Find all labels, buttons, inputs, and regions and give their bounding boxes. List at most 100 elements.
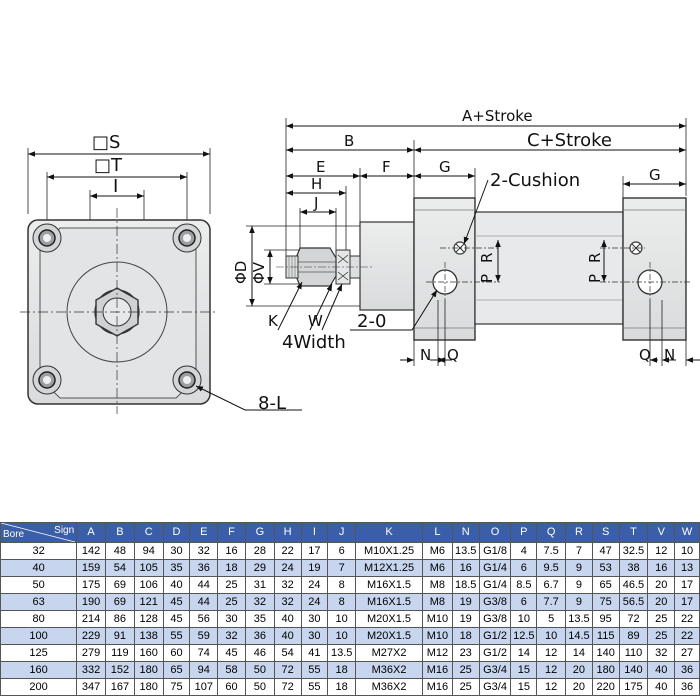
col-header: I: [300, 522, 329, 543]
table-cell: 24: [273, 559, 302, 577]
dim-r-left-label: R: [478, 253, 496, 263]
table-cell: 7.7: [536, 593, 567, 611]
table-cell: M10: [421, 627, 453, 645]
table-cell: G1/4: [478, 559, 512, 577]
col-header: T: [618, 522, 649, 543]
col-header: N: [451, 522, 480, 543]
side-view: A+Stroke B C+Stroke E F G G H J: [232, 107, 700, 366]
table-cell: M12X1.25: [355, 559, 423, 577]
table-cell: M8: [421, 576, 453, 594]
dim-f-label: F: [382, 158, 391, 176]
table-cell: 14: [510, 644, 538, 662]
table-cell: 54: [104, 559, 135, 577]
dim-n-left-label: N: [420, 346, 431, 364]
table-cell: 12: [536, 644, 567, 662]
table-cell: 32.5: [618, 542, 649, 560]
table-cell: 58: [217, 661, 246, 679]
table-cell: 75: [162, 678, 191, 696]
table-cell: 40: [273, 627, 302, 645]
table-cell: 12: [536, 678, 567, 696]
table-cell: M10: [421, 610, 453, 628]
table-cell: 20: [647, 576, 676, 594]
table-cell: 142: [76, 542, 106, 560]
table-cell: 38: [618, 559, 649, 577]
table-cell: 36: [244, 627, 275, 645]
table-cell: 121: [133, 593, 164, 611]
table-cell: G3/4: [478, 678, 512, 696]
col-header: A: [76, 522, 106, 543]
table-cell: 6: [510, 559, 538, 577]
dim-g-right-label: G: [649, 166, 661, 184]
corner-sign-label: Sign: [54, 525, 75, 536]
table-cell: 69: [104, 576, 135, 594]
table-cell: 22: [674, 610, 700, 628]
table-cell: M12: [421, 644, 453, 662]
col-header: R: [565, 522, 593, 543]
col-header: L: [421, 522, 453, 543]
table-cell: 160: [133, 644, 164, 662]
table-cell: 9: [565, 576, 593, 594]
col-header: G: [244, 522, 275, 543]
table-cell: 190: [76, 593, 106, 611]
table-cell: 86: [104, 610, 135, 628]
table-cell: 30: [300, 610, 329, 628]
table-cell: 47: [591, 542, 620, 560]
table-cell: 8: [327, 576, 357, 594]
table-cell: 115: [591, 627, 620, 645]
table-cell: 19: [451, 593, 480, 611]
table-cell: 25: [647, 610, 676, 628]
table-cell: G1/4: [478, 576, 512, 594]
bore-cell: 40: [0, 559, 78, 577]
front-cover: [413, 197, 476, 341]
table-cell: 22: [273, 542, 302, 560]
bore-cell: 125: [0, 644, 78, 662]
table-cell: 72: [273, 661, 302, 679]
cushion-label: 2-Cushion: [490, 170, 580, 191]
table-cell: 25: [217, 576, 246, 594]
col-header: J: [327, 522, 357, 543]
dim-n-right-label: N: [664, 346, 675, 364]
dim-w-label: W: [308, 312, 323, 330]
col-header: K: [355, 522, 423, 543]
table-cell: 10: [327, 627, 357, 645]
dim-s-label: □S: [92, 132, 120, 153]
table-cell: 119: [104, 644, 135, 662]
table-cell: 167: [104, 678, 135, 696]
table-cell: 229: [76, 627, 106, 645]
table-cell: 32: [273, 576, 302, 594]
table-cell: 128: [133, 610, 164, 628]
table-cell: 347: [76, 678, 106, 696]
cylinder-technical-drawing: □S □T I: [20, 107, 700, 414]
dim-phi-v-label: ΦV: [250, 261, 268, 284]
table-cell: 6.7: [536, 576, 567, 594]
table-cell: M16: [421, 678, 453, 696]
table-cell: 45: [217, 644, 246, 662]
bore-cell: 32: [0, 542, 78, 560]
table-cell: 65: [591, 576, 620, 594]
table-cell: 36: [674, 661, 700, 679]
table-cell: 89: [618, 627, 649, 645]
table-cell: 12.5: [510, 627, 538, 645]
table-cell: 19: [451, 610, 480, 628]
table-cell: 32: [217, 627, 246, 645]
table-cell: 6: [510, 593, 538, 611]
table-cell: 13.5: [565, 610, 593, 628]
table-cell: M36X2: [355, 678, 423, 696]
table-cell: 152: [104, 661, 135, 679]
table-cell: 55: [300, 661, 329, 679]
table-cell: 18: [451, 627, 480, 645]
dim-j-label: J: [313, 194, 318, 212]
table-cell: 14: [565, 644, 593, 662]
dim-b-label: B: [344, 132, 354, 150]
dim-c-stroke-label: C+Stroke: [527, 130, 612, 151]
table-cell: G3/8: [478, 593, 512, 611]
table-cell: 28: [244, 542, 275, 560]
table-cell: 110: [618, 644, 649, 662]
col-header: C: [133, 522, 164, 543]
dim-8l-label: 8-L: [258, 393, 286, 414]
table-cell: 46.5: [618, 576, 649, 594]
table-cell: 40: [647, 661, 676, 679]
bore-cell: 160: [0, 661, 78, 679]
